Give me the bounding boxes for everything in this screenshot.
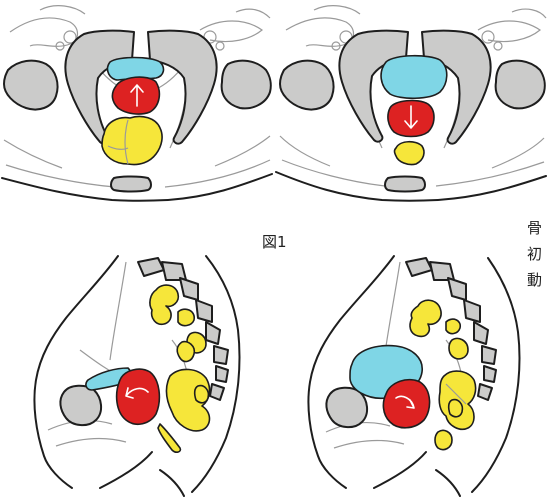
femoral-head-right (496, 61, 545, 109)
colon-segment (449, 338, 468, 358)
vertebra (214, 346, 228, 364)
vertebra (196, 300, 212, 322)
vertebra (474, 322, 488, 344)
sagittal-view-right (308, 256, 519, 496)
side-text-column: 骨 初 動 (527, 215, 548, 293)
vertebra (210, 384, 224, 400)
vertebra (464, 300, 480, 322)
sagittal-view-left (34, 256, 239, 496)
side-text-char: 動 (527, 267, 548, 293)
vertebra (478, 384, 492, 400)
colon-segment (177, 342, 194, 362)
figure-caption: 図1 (262, 230, 322, 254)
vertebra (406, 258, 432, 276)
rectum (395, 142, 425, 165)
vagina (158, 424, 180, 452)
colon-segment (435, 430, 452, 449)
vertebra (430, 262, 454, 280)
vertebra (484, 366, 496, 382)
axial-view-right (276, 6, 546, 201)
colon-segment (410, 300, 441, 336)
colon-segment (195, 386, 209, 403)
vertebra (162, 262, 186, 280)
uterus (117, 369, 160, 424)
colon-segment (178, 309, 194, 325)
axial-view-left (2, 6, 272, 201)
pubic-bone (60, 386, 101, 425)
vertebra (448, 278, 466, 300)
coccyx (111, 177, 151, 192)
colon-segment (150, 285, 178, 324)
colon-segment (446, 319, 460, 334)
femoral-head-left (4, 61, 58, 110)
bladder (381, 56, 447, 99)
vertebra (216, 366, 228, 382)
side-text-char: 初 (527, 241, 548, 267)
vertebra (482, 346, 496, 364)
vertebra (180, 278, 198, 300)
colon-segment (449, 400, 463, 417)
femoral-head-right (222, 61, 271, 109)
uterus (383, 380, 429, 428)
rectum (102, 116, 162, 164)
side-text-char: 骨 (527, 215, 548, 241)
femoral-head-left (280, 61, 334, 110)
coccyx (385, 177, 425, 192)
uterus (112, 77, 159, 114)
vertebra (206, 322, 220, 344)
vertebra (138, 258, 164, 276)
